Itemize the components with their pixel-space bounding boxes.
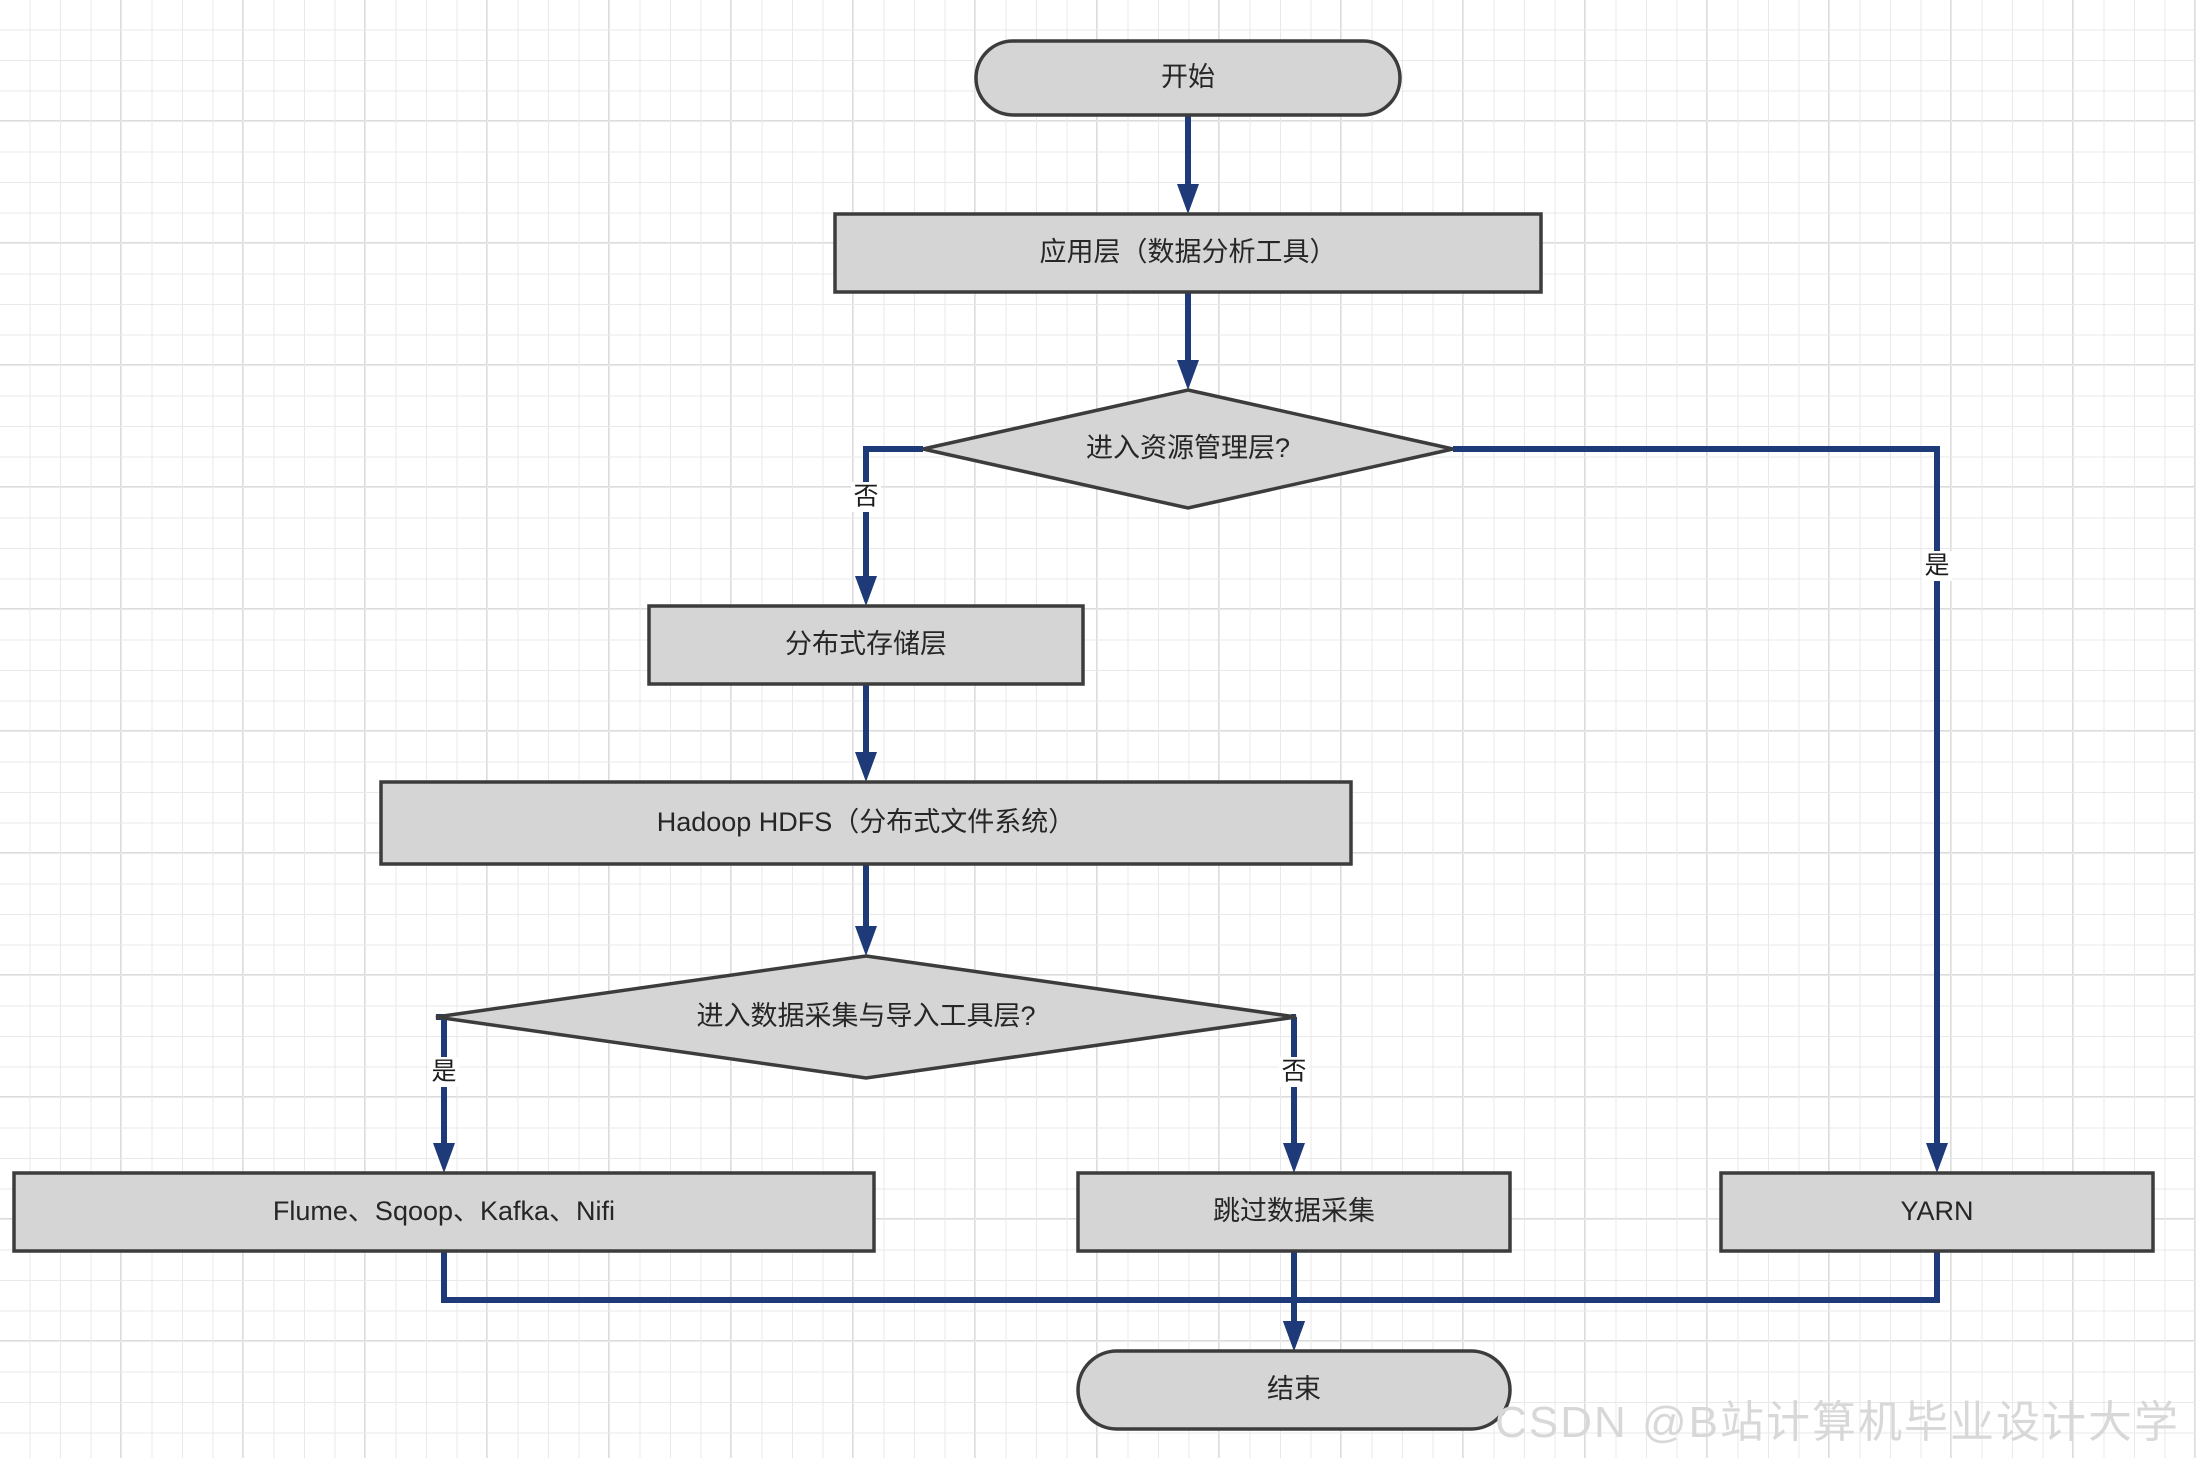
edge-label-backdrop	[1922, 551, 1952, 581]
csdn-watermark: CSDN @B站计算机毕业设计大学	[1495, 1398, 2180, 1447]
edge-path	[1291, 1251, 1940, 1334]
edge-e-yarn-end	[1283, 1251, 1940, 1351]
edge-label-e-dec2-ingest: 是	[429, 1057, 459, 1087]
node-stadium	[1076, 1349, 1512, 1431]
node-label: Hadoop HDFS（分布式文件系统）	[657, 807, 1076, 837]
arrowhead	[1283, 1321, 1305, 1351]
node-rect	[12, 1171, 876, 1253]
edge-label-e-dec1-yarn: 是	[1922, 551, 1952, 581]
edges-layer	[433, 115, 1948, 1351]
arrowhead	[1177, 360, 1199, 390]
node-label: 进入数据采集与导入工具层?	[696, 1001, 1035, 1031]
edge-path	[441, 1251, 1297, 1334]
node-label: 进入资源管理层?	[1086, 433, 1290, 463]
edge-e-app-dec1	[1177, 292, 1199, 390]
node-label: YARN	[1900, 1196, 1973, 1226]
node-skip[interactable]: 跳过数据采集	[1076, 1171, 1512, 1253]
edge-label-text: 是	[431, 1058, 456, 1086]
node-dec1[interactable]: 进入资源管理层?	[922, 388, 1454, 510]
edge-label-text: 是	[1924, 552, 1949, 580]
edge-label-backdrop	[429, 1057, 459, 1087]
node-end[interactable]: 结束	[1076, 1349, 1512, 1431]
node-hdfs[interactable]: Hadoop HDFS（分布式文件系统）	[379, 780, 1353, 866]
node-rect	[1076, 1171, 1512, 1253]
node-stadium	[974, 39, 1402, 117]
edge-label-e-dec2-skip: 否	[1279, 1057, 1309, 1087]
node-rect	[833, 212, 1543, 294]
edge-e-ingest-end	[441, 1251, 1305, 1351]
node-diamond	[922, 388, 1454, 510]
edge-label-backdrop	[851, 482, 881, 512]
edge-label-text: 否	[1281, 1058, 1306, 1086]
arrowhead	[855, 576, 877, 606]
edge-label-e-dec1-storage: 否	[851, 482, 881, 512]
edge-e-dec1-storage	[855, 446, 923, 606]
edge-e-hdfs-dec2	[855, 864, 877, 956]
edge-path	[863, 446, 923, 589]
node-label: 应用层（数据分析工具）	[1040, 237, 1337, 267]
node-rect	[379, 780, 1353, 866]
node-label: 跳过数据采集	[1213, 1196, 1375, 1226]
arrowhead	[855, 926, 877, 956]
edge-e-dec1-yarn	[1453, 446, 1948, 1173]
arrowhead	[1283, 1143, 1305, 1173]
edge-labels-layer: 否是是否	[429, 482, 1952, 1087]
edge-e-start-app	[1177, 115, 1199, 214]
node-yarn[interactable]: YARN	[1719, 1171, 2155, 1253]
arrowhead	[1926, 1143, 1948, 1173]
arrowhead	[1177, 184, 1199, 214]
node-app[interactable]: 应用层（数据分析工具）	[833, 212, 1543, 294]
arrowhead	[433, 1143, 455, 1173]
arrowhead	[855, 752, 877, 782]
node-label: 开始	[1161, 62, 1215, 92]
node-ingest[interactable]: Flume、Sqoop、Kafka、Nifi	[12, 1171, 876, 1253]
node-rect	[647, 604, 1085, 686]
node-start[interactable]: 开始	[974, 39, 1402, 117]
node-dec2[interactable]: 进入数据采集与导入工具层?	[435, 954, 1297, 1080]
node-diamond	[435, 954, 1297, 1080]
edge-path	[1453, 446, 1940, 1156]
edge-label-text: 否	[853, 483, 878, 511]
edge-e-storage-hdfs	[855, 684, 877, 782]
node-storage[interactable]: 分布式存储层	[647, 604, 1085, 686]
node-label: Flume、Sqoop、Kafka、Nifi	[273, 1196, 615, 1226]
node-label: 分布式存储层	[785, 629, 947, 659]
node-label: 结束	[1267, 1374, 1321, 1404]
node-rect	[1719, 1171, 2155, 1253]
edge-e-dec2-skip	[1283, 1014, 1305, 1173]
edge-e-dec2-ingest	[433, 1014, 455, 1173]
edge-label-backdrop	[1279, 1057, 1309, 1087]
